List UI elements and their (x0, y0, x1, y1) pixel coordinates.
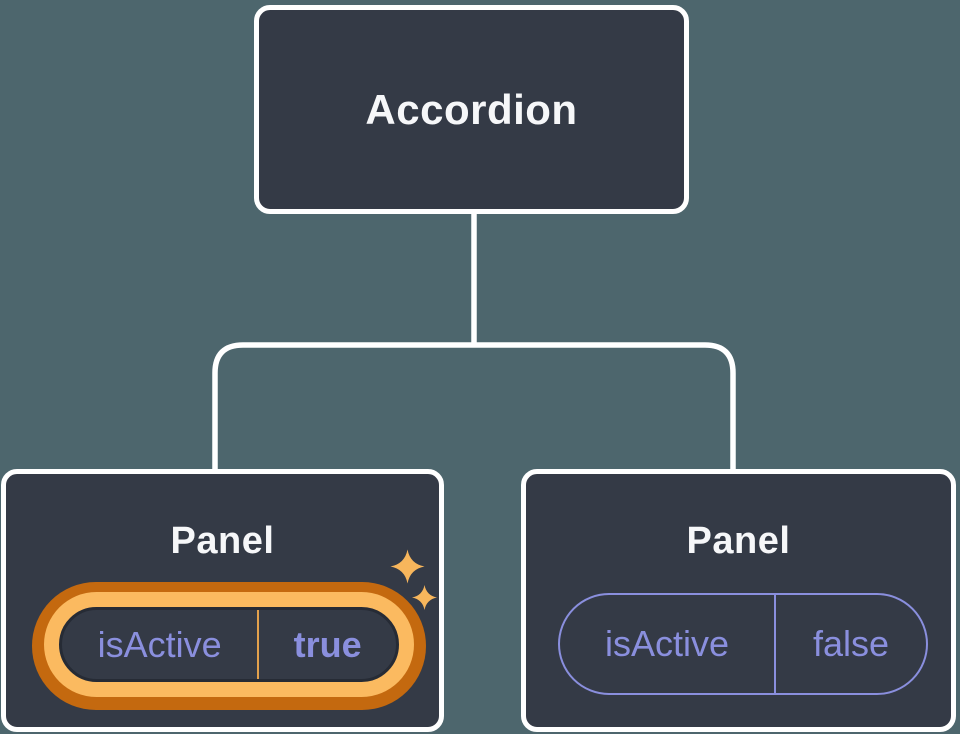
panel-node-active: Panel isActive true (1, 469, 444, 732)
panel-title-active: Panel (170, 520, 275, 562)
highlight-ring-inner: isActive true (44, 592, 414, 697)
root-node-label: Accordion (365, 85, 578, 133)
panel-node-inactive: Panel isActive false (521, 469, 956, 732)
pill-divider (257, 610, 260, 679)
prop-value-label: false (813, 623, 890, 664)
prop-name-label: isActive (605, 623, 730, 664)
panel-title-inactive: Panel (686, 520, 791, 562)
prop-value-label: true (293, 623, 362, 665)
root-node: Accordion (254, 5, 689, 214)
state-pill-inactive: isActive false (558, 593, 928, 695)
pill-divider (774, 595, 777, 693)
highlight-ring: isActive true (32, 582, 426, 710)
state-pill-active: isActive true (59, 607, 399, 682)
prop-name-label: isActive (97, 623, 222, 665)
